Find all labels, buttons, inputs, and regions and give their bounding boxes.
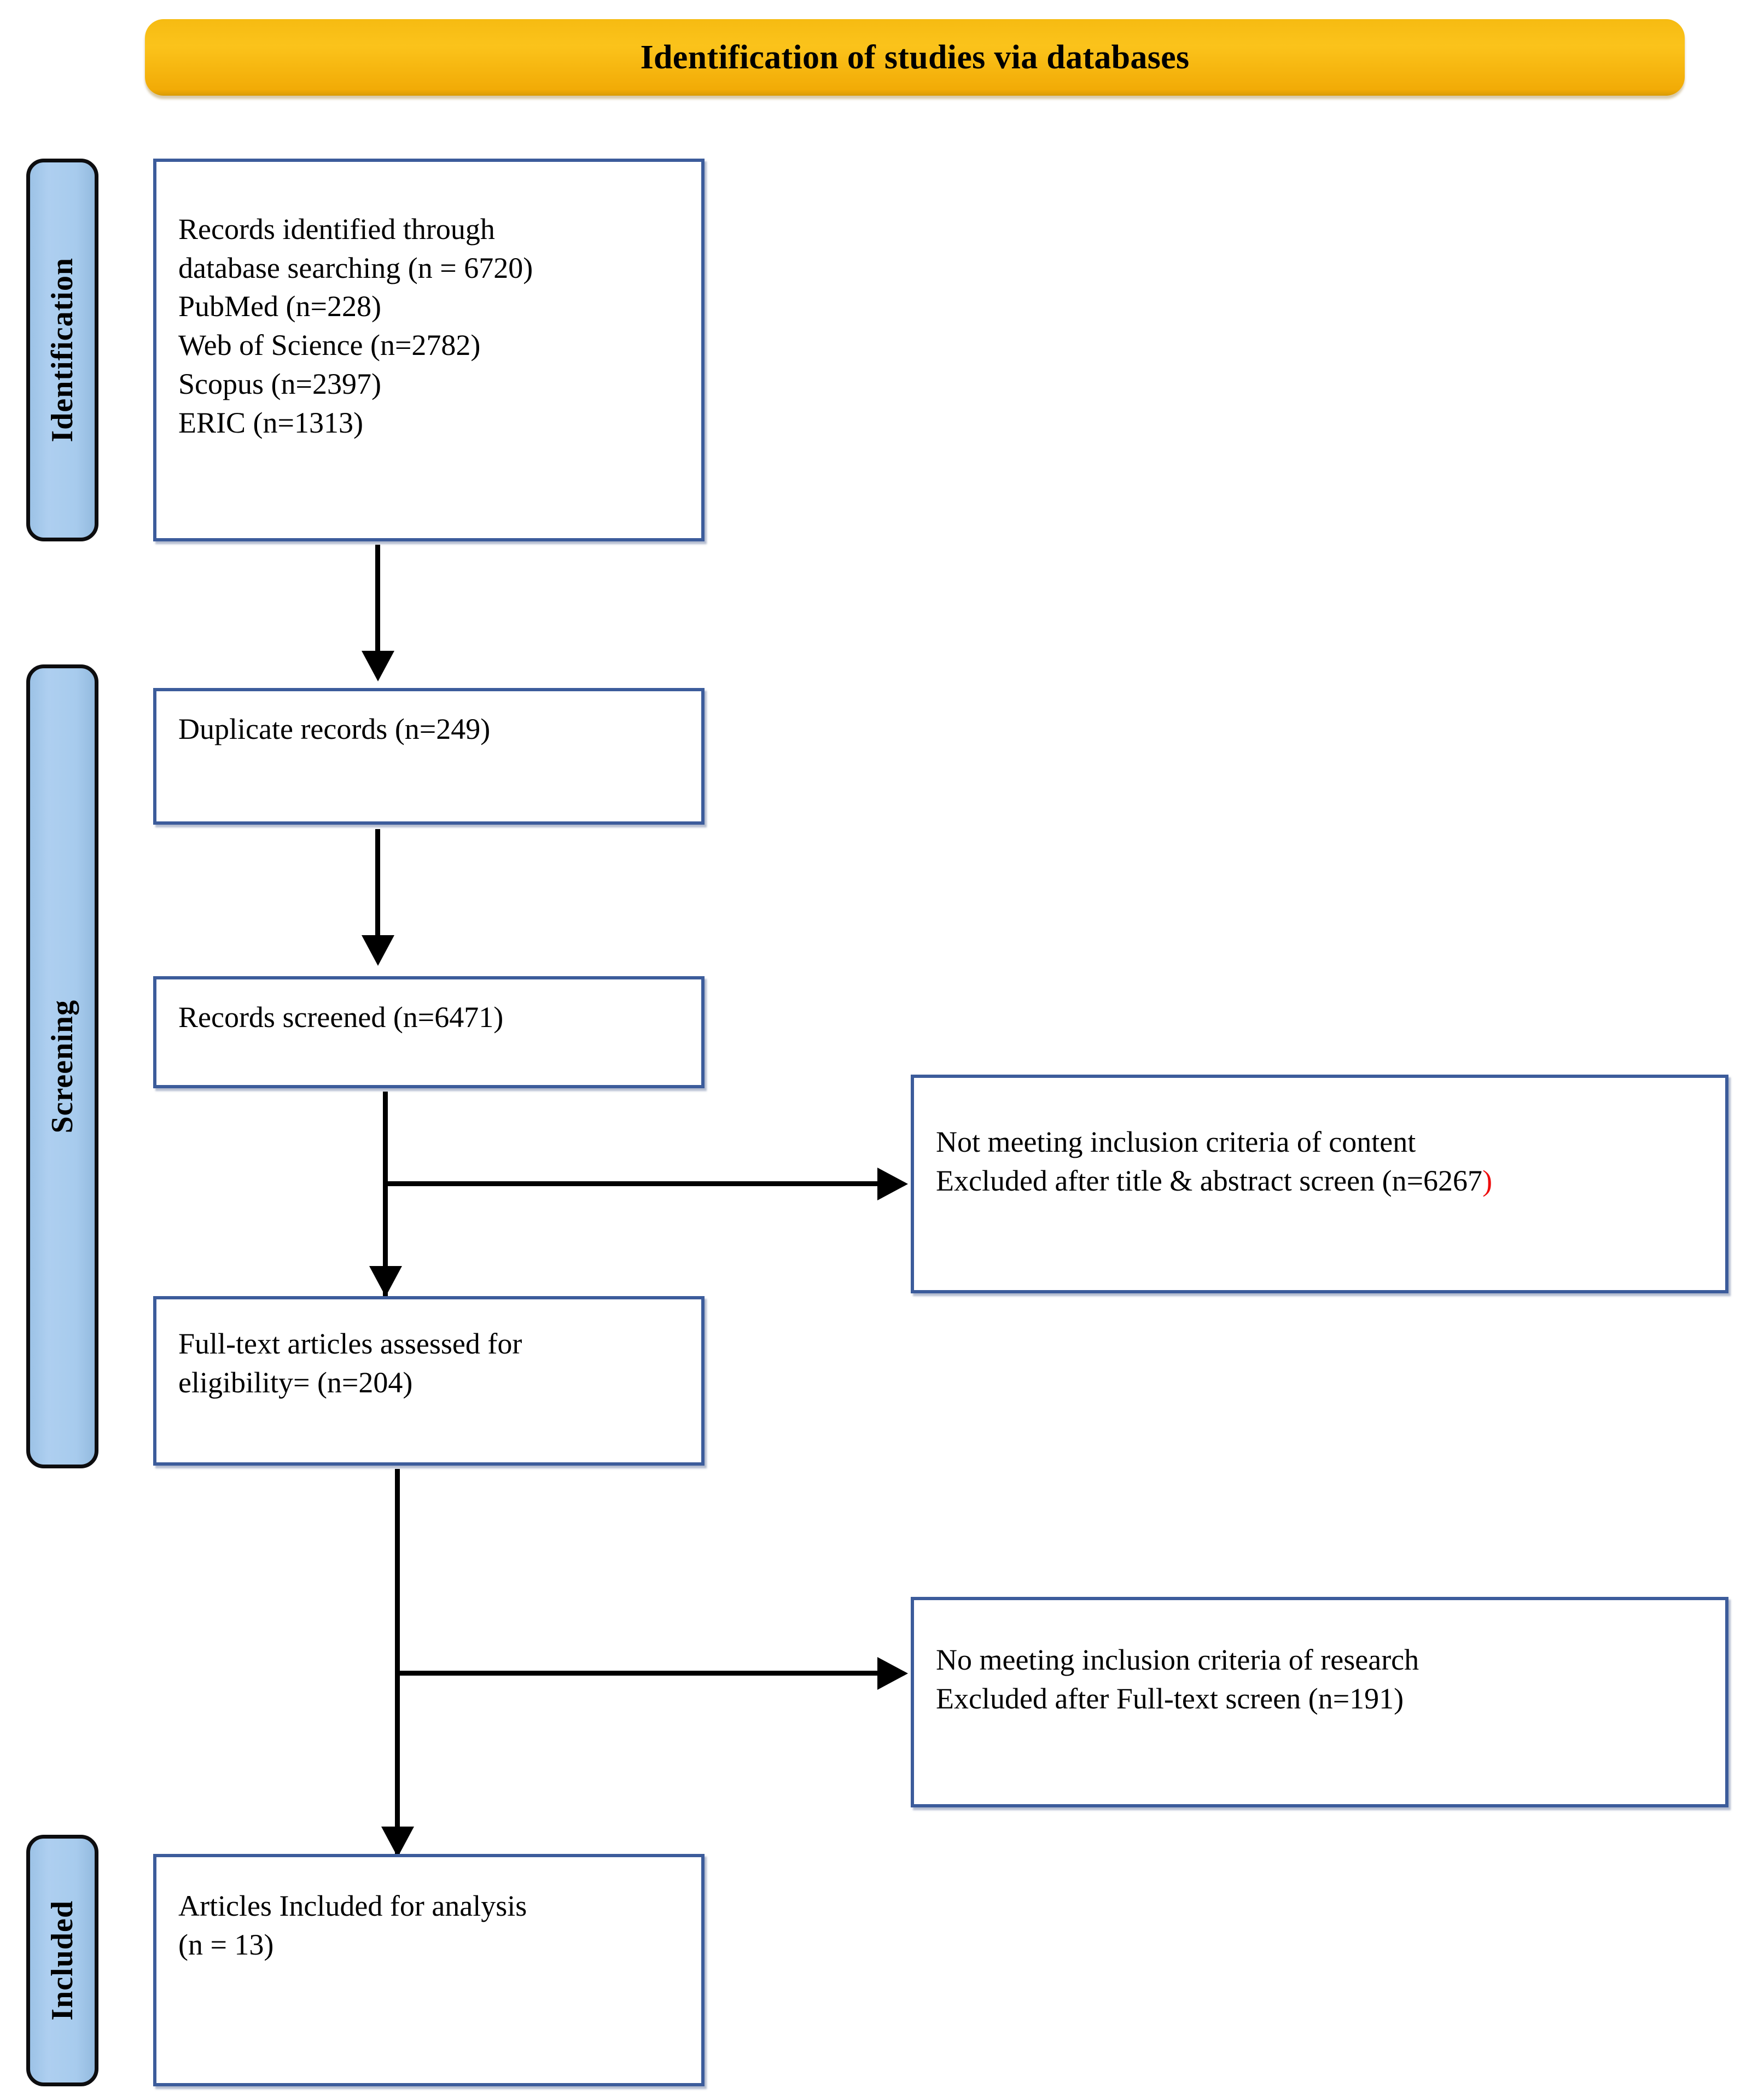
box-records-screened: Records screened (n=6471) <box>153 976 705 1088</box>
stage-tab-screening-label: Screening <box>45 999 79 1134</box>
connector-fulltext-to-excluded-fulltext <box>395 1671 881 1676</box>
stage-tab-identification-label: Identification <box>45 258 79 442</box>
box-duplicate-records: Duplicate records (n=249) <box>153 688 705 825</box>
box-line: Not meeting inclusion criteria of conten… <box>936 1125 1416 1158</box>
diagram-header-banner: Identification of studies via databases <box>145 19 1685 96</box>
box-line: Full-text articles assessed for <box>178 1327 522 1360</box>
box-line: Excluded after Full-text screen (n=191) <box>936 1682 1404 1715</box>
arrow-right-icon <box>877 1657 908 1690</box>
box-line: database searching (n = 6720) <box>178 251 533 284</box>
excluded-count-text: Excluded after title & abstract screen (… <box>936 1164 1483 1197</box>
arrow-down-icon <box>369 1266 402 1297</box>
box-line: ERIC (n=1313) <box>178 406 363 439</box>
banner-title: Identification of studies via databases <box>640 38 1190 76</box>
connector-duplicates-to-screened <box>375 829 380 938</box>
box-line: Web of Science (n=2782) <box>178 329 481 362</box>
box-line: PubMed (n=228) <box>178 290 381 323</box>
red-closing-paren: ) <box>1482 1164 1493 1197</box>
box-line: Duplicate records (n=249) <box>178 713 491 745</box>
box-line: eligibility= (n=204) <box>178 1366 413 1399</box>
connector-screened-to-excluded-title-abstract <box>383 1181 881 1186</box>
stage-tab-identification: Identification <box>26 159 98 541</box>
connector-identified-to-duplicates <box>375 545 380 654</box>
box-excluded-fulltext: No meeting inclusion criteria of researc… <box>911 1597 1728 1807</box>
connector-screened-to-fulltext <box>383 1092 388 1299</box>
box-line: (n = 13) <box>178 1928 274 1961</box>
arrow-down-icon <box>362 651 394 681</box>
connector-fulltext-to-included <box>395 1469 400 1863</box>
stage-tab-included-label: Included <box>45 1900 79 2021</box>
box-line-with-red-paren: Excluded after title & abstract screen (… <box>936 1162 1703 1200</box>
box-excluded-title-abstract: Not meeting inclusion criteria of conten… <box>911 1075 1728 1293</box>
stage-tab-included: Included <box>26 1835 98 2086</box>
box-line: Records identified through <box>178 213 495 246</box>
box-line: Records screened (n=6471) <box>178 1001 504 1034</box>
box-records-identified: Records identified through database sear… <box>153 159 705 541</box>
box-line: Articles Included for analysis <box>178 1889 527 1922</box>
arrow-right-icon <box>877 1168 908 1200</box>
box-articles-included: Articles Included for analysis (n = 13) <box>153 1854 705 2086</box>
stage-tab-screening: Screening <box>26 664 98 1468</box>
box-fulltext-assessed: Full-text articles assessed for eligibil… <box>153 1296 705 1466</box>
arrow-down-icon <box>381 1827 414 1857</box>
box-line: No meeting inclusion criteria of researc… <box>936 1643 1419 1676</box>
arrow-down-icon <box>362 935 394 966</box>
box-line: Scopus (n=2397) <box>178 367 381 400</box>
